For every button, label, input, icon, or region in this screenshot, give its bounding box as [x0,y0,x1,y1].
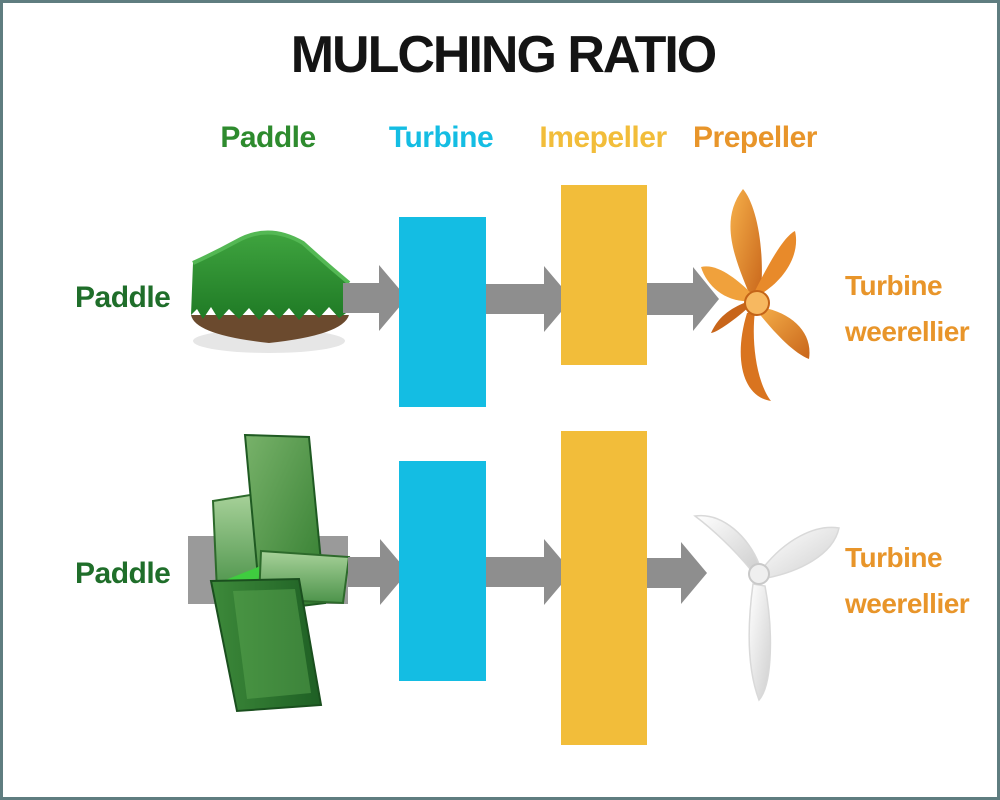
row-2-output-label: Turbine weerellier [845,535,970,627]
column-label-turbine: Turbine [388,121,494,154]
green-paddle-blades-icon [209,433,351,713]
diagram-title: MULCHING RATIO [290,26,718,84]
column-label-paddle: Paddle [220,121,316,154]
grass-mound-icon [191,230,351,353]
column-label-impeller: Imepeller [539,121,667,154]
row-1-arrow-1 [343,265,407,331]
impeller-block-row-2 [561,431,647,745]
impeller-block-row-1 [561,185,647,365]
row-2-output-line-1: Turbine [845,542,943,573]
orange-propeller-icon [701,189,810,401]
turbine-block-row-2 [399,461,486,681]
row-1-output-line-1: Turbine [845,270,943,301]
row-2-label: Paddle [75,557,171,590]
column-label-propeller: Prepeller [693,121,817,154]
row-1-arrow-3 [647,267,719,331]
row-1-arrow-2 [486,266,572,332]
row-1-label: Paddle [75,281,171,314]
white-fan-icon [693,514,840,702]
row-2-output-line-2: weerellier [845,588,970,619]
row-2-arrow-3 [647,542,707,604]
row-2-arrow-1 [348,539,408,605]
row-2-arrow-2 [486,539,572,605]
turbine-block-row-1 [399,217,486,407]
row-1-output-line-2: weerellier [845,316,970,347]
row-1-output-label: Turbine weerellier [845,263,970,355]
